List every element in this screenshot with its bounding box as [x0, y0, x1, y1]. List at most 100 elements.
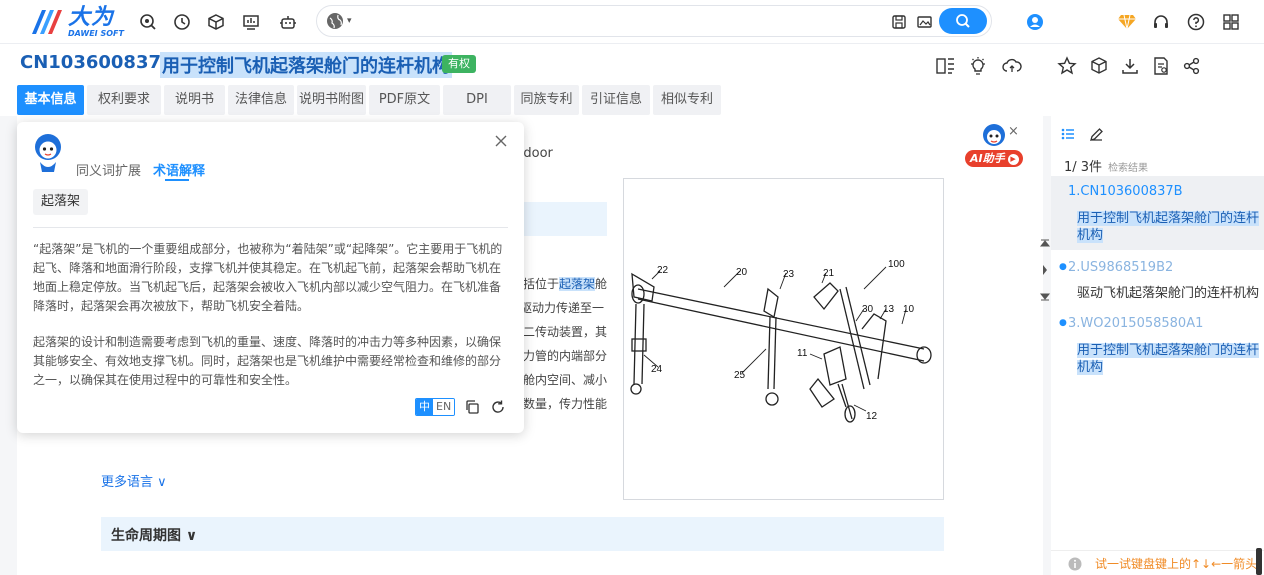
abstract-line-3: 二传动装置，其	[523, 325, 608, 339]
cube-icon[interactable]	[206, 12, 226, 32]
paragraph: “起落架”是飞机的一个重要组成部分，也被称为“着陆架”或“起降架”。它主要用于飞…	[33, 242, 503, 313]
mascot-icon	[35, 134, 61, 172]
lang-zh-option[interactable]: 中	[416, 399, 433, 415]
drawing-label: 24	[651, 364, 663, 375]
drawing-label: 10	[903, 304, 915, 315]
tab-4[interactable]: 说明书附图	[297, 85, 366, 115]
tab-term-explanation[interactable]: 术语解释	[153, 164, 206, 179]
analysis-icon[interactable]	[241, 12, 261, 32]
logo-mark-icon	[26, 8, 66, 36]
drawing-label: 13	[883, 304, 895, 315]
ai-mascot-icon	[983, 124, 1005, 146]
logo-brand-en: DAWEI SOFT	[68, 28, 124, 38]
search-button[interactable]	[939, 8, 987, 34]
ai-helper-badge[interactable]: AI助手▶	[965, 150, 1023, 167]
favorite-star-icon[interactable]	[1057, 56, 1077, 76]
drawing-label: 22	[657, 265, 669, 276]
headset-icon[interactable]	[1151, 12, 1171, 32]
lightbulb-icon[interactable]	[968, 56, 988, 76]
tab-6[interactable]: DPI	[443, 85, 511, 115]
paragraph: 起落架的设计和制造需要考虑到飞机的重量、速度、降落时的冲击力等多种因素，以确保其…	[33, 335, 502, 387]
status-badge: 有权	[442, 55, 476, 73]
active-tab-indicator	[165, 179, 189, 181]
drawing-label: 12	[866, 411, 878, 422]
term-explanation-text: “起落架”是飞机的一个重要组成部分，也被称为“着陆架”或“起降架”。它主要用于飞…	[33, 240, 509, 407]
language-toggle[interactable]: 中 EN	[415, 398, 456, 416]
result-item[interactable]: ● 2.US9868519B2 驱动飞机起落架舱门的连杆机构	[1059, 260, 1260, 301]
term-chip: 起落架	[33, 189, 89, 215]
drawing-label: 25	[734, 370, 746, 381]
chevron-down-icon: ▾	[347, 16, 352, 26]
tab-3[interactable]: 法律信息	[228, 85, 294, 115]
search-history-icon[interactable]	[138, 12, 158, 32]
abstract-line-2: 驱动力传递至一	[520, 301, 605, 315]
share-icon[interactable]	[1182, 56, 1202, 76]
vip-diamond-icon[interactable]	[1117, 12, 1137, 32]
copy-icon[interactable]	[464, 399, 480, 415]
refresh-icon[interactable]	[490, 399, 506, 415]
search-bar: ▾	[316, 5, 992, 37]
search-input[interactable]	[369, 12, 869, 32]
patent-drawing[interactable]: 22 20 23 21 100 30 13 10 11 24 25 12	[623, 178, 944, 500]
drawing-label: 11	[797, 348, 808, 359]
clock-icon[interactable]	[172, 12, 192, 32]
keyboard-tip: 试一试键盘键上的↑↓←一箭头	[1051, 550, 1264, 575]
play-icon: ▶	[1007, 153, 1019, 165]
term-explanation-popup: 同义词扩展 术语解释 起落架 “起落架”是飞机的一个重要组成部分，也被称为“着陆…	[17, 122, 524, 433]
drawing-label: 20	[736, 267, 748, 278]
split-view-icon[interactable]	[936, 56, 956, 76]
globe-icon	[327, 13, 343, 29]
robot-icon[interactable]	[278, 12, 298, 32]
top-bar: 大为 DAWEI SOFT ▾	[0, 0, 1264, 44]
tab-9[interactable]: 相似专利	[653, 85, 721, 115]
tab-7[interactable]: 同族专利	[514, 85, 579, 115]
info-icon	[1068, 557, 1082, 571]
report-icon[interactable]	[1151, 56, 1171, 76]
panel-collapse-controls[interactable]	[1039, 238, 1051, 302]
download-icon[interactable]	[1120, 56, 1140, 76]
results-count: 1/ 3件检索结果	[1064, 160, 1149, 175]
tab-synonym-expansion[interactable]: 同义词扩展	[76, 164, 142, 179]
tab-8[interactable]: 引证信息	[582, 85, 650, 115]
abstract-line-1: 括位于起落架舱	[523, 277, 608, 291]
help-icon[interactable]	[1186, 12, 1206, 32]
abstract-line-4: 力管的内端部分	[523, 349, 608, 363]
save-icon[interactable]	[891, 14, 907, 30]
drawing-label: 100	[888, 259, 905, 270]
tab-2[interactable]: 说明书	[164, 85, 225, 115]
logo-brand-cn: 大为	[68, 4, 115, 30]
scrollbar-thumb[interactable]	[1256, 548, 1262, 575]
ai-helper-close-icon[interactable]: ×	[1008, 124, 1019, 139]
tab-0[interactable]: 基本信息	[17, 85, 84, 115]
more-languages-toggle[interactable]: 更多语言 ∨	[101, 475, 167, 490]
list-view-icon[interactable]	[1061, 127, 1075, 141]
patent-title[interactable]: 用于控制飞机起落架舱门的连杆机构	[160, 52, 452, 78]
close-icon[interactable]	[494, 134, 508, 148]
search-icon	[956, 14, 970, 28]
lifecycle-section[interactable]: 生命周期图 ∨	[101, 517, 944, 551]
result-item[interactable]: ● 3.WO2015058580A1 用于控制飞机起落架舱门的连杆机构	[1059, 316, 1260, 375]
package-icon[interactable]	[1089, 56, 1109, 76]
language-select[interactable]: ▾	[325, 11, 355, 31]
section-header-bar	[511, 202, 607, 236]
lang-en-option[interactable]: EN	[433, 399, 455, 415]
user-avatar-icon[interactable]	[1025, 12, 1045, 32]
drawing-label: 23	[783, 269, 795, 280]
result-item[interactable]: 1.CN103600837B 用于控制飞机起落架舱门的连杆机构	[1051, 176, 1264, 250]
abstract-line-5: 舱内空间、减小	[523, 373, 608, 387]
lifecycle-heading: 生命周期图 ∨	[111, 528, 198, 544]
drawing-label: 21	[823, 268, 835, 279]
logo[interactable]: 大为 DAWEI SOFT	[26, 6, 124, 38]
tab-5[interactable]: PDF原文	[369, 85, 440, 115]
cloud-sync-icon[interactable]	[1002, 56, 1022, 76]
tab-1[interactable]: 权利要求	[87, 85, 161, 115]
image-search-icon[interactable]	[917, 14, 933, 30]
ai-helper[interactable]: × AI助手▶	[963, 122, 1025, 170]
abstract-line-6: 数量，传力性能	[523, 397, 608, 411]
patent-number[interactable]: CN103600837B	[20, 52, 175, 73]
apps-grid-icon[interactable]	[1221, 12, 1241, 32]
divider	[33, 227, 508, 228]
drawing-label: 30	[862, 304, 874, 315]
edit-icon[interactable]	[1089, 127, 1104, 142]
